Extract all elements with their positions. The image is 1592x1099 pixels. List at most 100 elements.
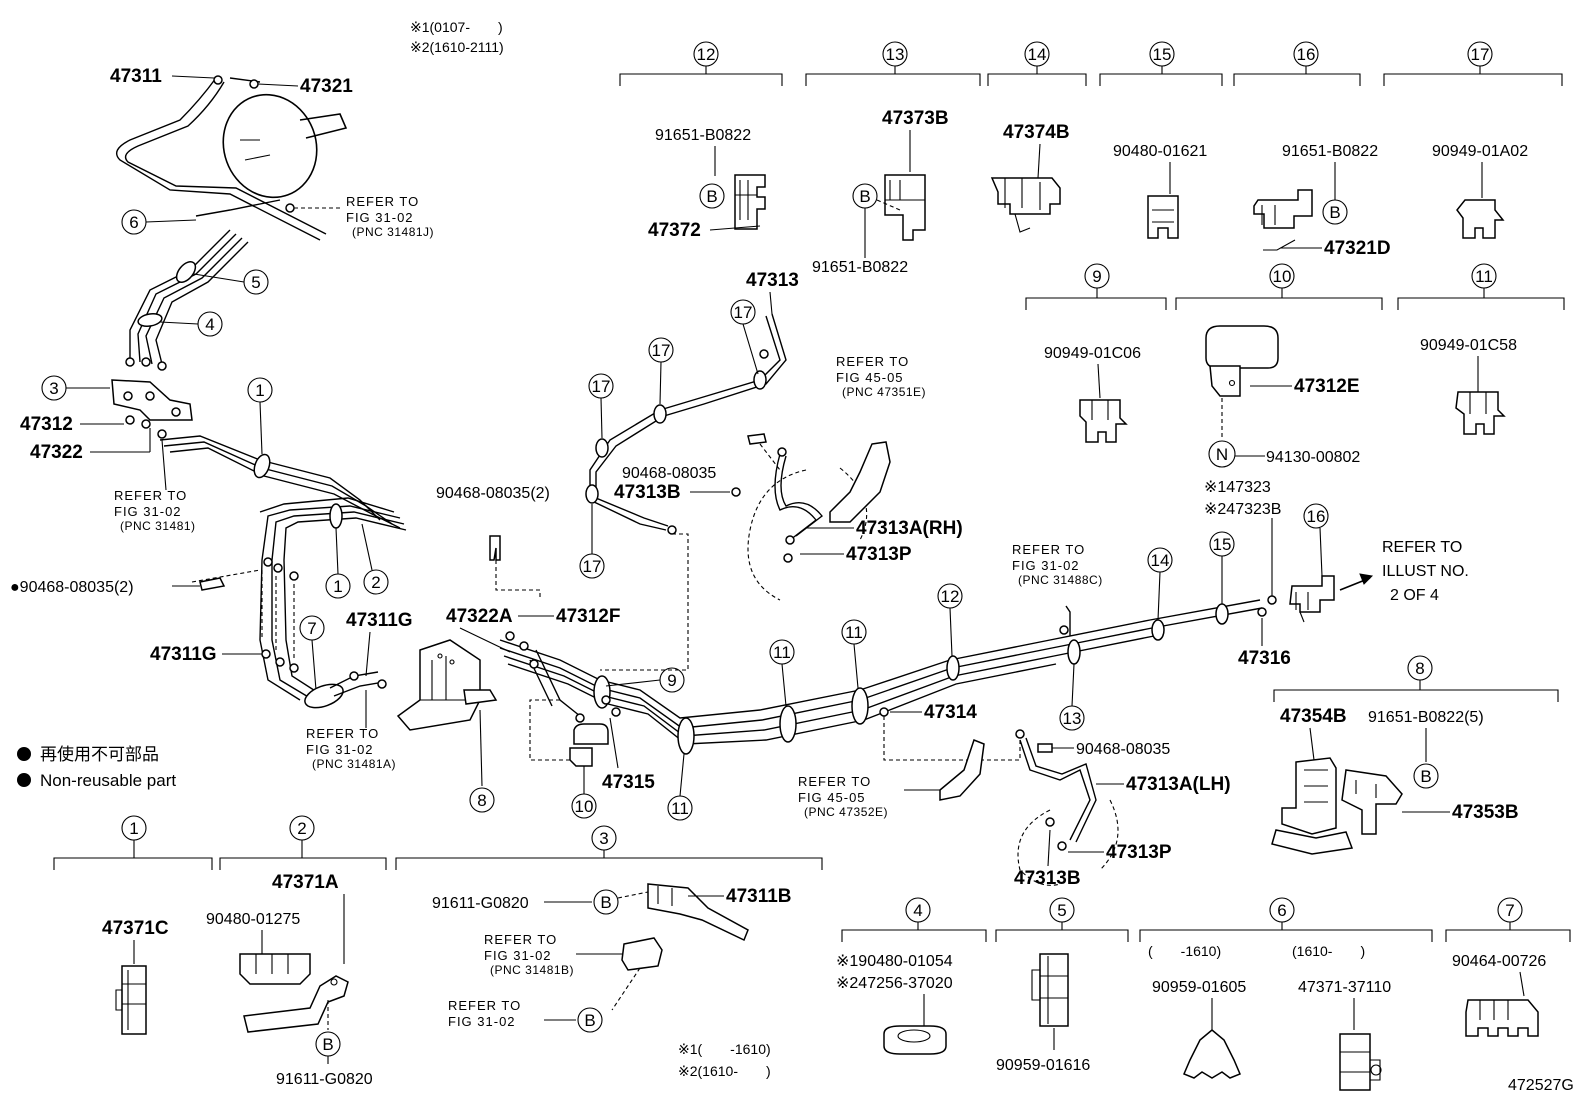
refer-4-line3: (PNC 47351E) — [842, 385, 926, 399]
group-7: 7 90464-00726 — [1445, 897, 1571, 1037]
refer-3-line1: REFER TO — [306, 726, 379, 741]
marker-b-g12: B — [706, 187, 717, 206]
label-47371-37110: 47371-37110 — [1298, 979, 1391, 996]
master-cylinder-area: 47311 47321 6 REFER TO FIG 31-02 (PNC 31… — [20, 66, 434, 533]
label-90468-08035-2: 90468-08035(2) — [436, 485, 550, 502]
label-47313A-LH: 47313A(LH) — [1126, 774, 1231, 795]
label-47371C: 47371C — [102, 918, 169, 939]
callout-9-top: 9 — [1092, 267, 1101, 286]
label-47354B: 47354B — [1280, 706, 1347, 727]
callout-1-main-a: 1 — [255, 381, 264, 400]
callout-14-main: 14 — [1151, 551, 1170, 570]
refer-7-line2: FIG 31-02 — [484, 948, 552, 963]
label-47311G-a: 47311G — [150, 644, 217, 665]
label-90949-01C58: 90949-01C58 — [1420, 337, 1517, 354]
group-11: 11 90949-01C58 — [1397, 263, 1565, 435]
group-10: 10 47312E N 94130-00802 — [1175, 263, 1383, 468]
refer-6-line1: REFER TO — [798, 774, 871, 789]
group-15: 15 90480-01621 — [1099, 41, 1223, 239]
refer-1-line1: REFER TO — [346, 194, 419, 209]
callout-2-main: 2 — [371, 573, 380, 592]
marker-b-g2: B — [322, 1035, 333, 1054]
label-90480-01275: 90480-01275 — [206, 911, 300, 928]
label-47322A: 47322A — [446, 606, 513, 627]
label-91611-G0820-g2: 91611-G0820 — [276, 1071, 373, 1088]
label-47313B-lh: 47313B — [1014, 868, 1081, 889]
legend-en: Non-reusable part — [40, 771, 176, 790]
callout-17-b: 17 — [652, 341, 671, 360]
callout-14-top: 14 — [1028, 45, 1047, 64]
legend-jp: 再使用不可部品 — [40, 744, 159, 764]
label-47312: 47312 — [20, 414, 73, 435]
refer-8-line2: FIG 31-02 — [448, 1014, 516, 1029]
label-90468-08035-left: ●90468-08035(2) — [10, 579, 134, 596]
refer-8-line1: REFER TO — [448, 998, 521, 1013]
refer-4-line1: REFER TO — [836, 354, 909, 369]
center-upper-tubes: 47313 17 17 17 17 90468-08035(2) 90468-0… — [436, 270, 963, 671]
refer-illust-line1: REFER TO — [1382, 539, 1462, 556]
callout-15-main: 15 — [1213, 535, 1232, 554]
marker-b-g3-a: B — [600, 893, 611, 912]
label-90468-08035-lh: 90468-08035 — [1076, 741, 1170, 758]
callout-10-main: 10 — [575, 797, 594, 816]
refer-illust-line3: 2 OF 4 — [1390, 587, 1439, 604]
label-90468-08035-b: 90468-08035 — [622, 465, 716, 482]
label-91651-B0822-g16: 91651-B0822 — [1282, 143, 1378, 160]
callout-17-d: 17 — [583, 557, 602, 576]
group-3: 3 91611-G0820 B 47311B REFER TO FIG 31-0… — [395, 825, 823, 1079]
lh-hose-area: REFER TO FIG 45-05 (PNC 47352E) 90468-08… — [798, 729, 1231, 889]
label-47323B: ※247323B — [1204, 501, 1281, 518]
label-47313P: 47313P — [846, 544, 912, 565]
label-47311B: 47311B — [726, 886, 792, 907]
callout-11-main-c: 11 — [845, 623, 863, 642]
label-47314: 47314 — [924, 702, 977, 723]
group-12: 12 91651-B0822 B 47372 — [619, 41, 783, 241]
callout-1-main-b: 1 — [333, 577, 342, 596]
refer-1-line3: (PNC 31481J) — [352, 225, 434, 239]
label-91651-B0822-g12: 91651-B0822 — [655, 127, 751, 144]
refer-6-line3: (PNC 47352E) — [804, 805, 888, 819]
group-6: 6 ( -1610) (1610- ) 90959-01605 47371-37… — [1139, 897, 1433, 1091]
label-90480-01054: ※190480-01054 — [836, 953, 953, 970]
note-1: ※1(0107- ) — [410, 19, 503, 35]
refer-7-line3: (PNC 31481B) — [490, 963, 574, 977]
callout-5-bottom: 5 — [1057, 901, 1066, 920]
refer-6-line2: FIG 45-05 — [798, 790, 866, 805]
marker-n-g10: N — [1216, 445, 1228, 464]
label-47313: 47313 — [746, 270, 799, 291]
label-47374B: 47374B — [1003, 122, 1070, 143]
label-47321D: 47321D — [1324, 238, 1391, 259]
label-90959-01616: 90959-01616 — [996, 1057, 1090, 1074]
refer-1-line2: FIG 31-02 — [346, 210, 414, 225]
group-4: 4 ※190480-01054 ※247256-37020 — [836, 897, 987, 1055]
refer-3-line3: (PNC 31481A) — [312, 757, 396, 771]
group-13: 13 47373B B 91651-B0822 — [805, 41, 981, 276]
note-2: ※2(1610-2111) — [410, 39, 504, 55]
refer-7-line1: REFER TO — [484, 932, 557, 947]
callout-12-main: 12 — [941, 587, 960, 606]
refer-illust-line2: ILLUST NO. — [1382, 563, 1469, 580]
label-94130-00802: 94130-00802 — [1266, 449, 1360, 466]
group-5: 5 90959-01616 — [995, 897, 1129, 1074]
left-lower-pipes: 1 2 ●90468-08035(2) 47311G 47311G 7 REFE… — [10, 497, 498, 813]
group-16: 16 91651-B0822 B 47321D — [1233, 41, 1391, 259]
label-47311G-b: 47311G — [346, 610, 413, 631]
callout-4-main: 4 — [205, 315, 214, 334]
marker-b-g13: B — [859, 187, 870, 206]
callout-7-bottom: 7 — [1505, 901, 1514, 920]
label-90464-00726: 90464-00726 — [1452, 953, 1546, 970]
group-14: 14 47374B — [987, 41, 1087, 233]
g3-note-1: ※1( -1610) — [678, 1041, 771, 1057]
group-9: 9 90949-01C06 — [1025, 263, 1167, 443]
g3-note-2: ※2(1610- ) — [678, 1063, 771, 1079]
label-90959-01605: 90959-01605 — [1152, 979, 1246, 996]
callout-6-bottom: 6 — [1277, 901, 1286, 920]
callout-17-top: 17 — [1471, 45, 1490, 64]
main-rear-tube-run: 47322A 47312F 9 10 47315 11 11 11 47314 — [446, 479, 1469, 821]
callout-13-top: 13 — [886, 45, 905, 64]
label-47372: 47372 — [648, 220, 701, 241]
label-90949-01A02: 90949-01A02 — [1432, 143, 1528, 160]
callout-16-top: 16 — [1297, 45, 1316, 64]
callout-6-main: 6 — [129, 213, 138, 232]
